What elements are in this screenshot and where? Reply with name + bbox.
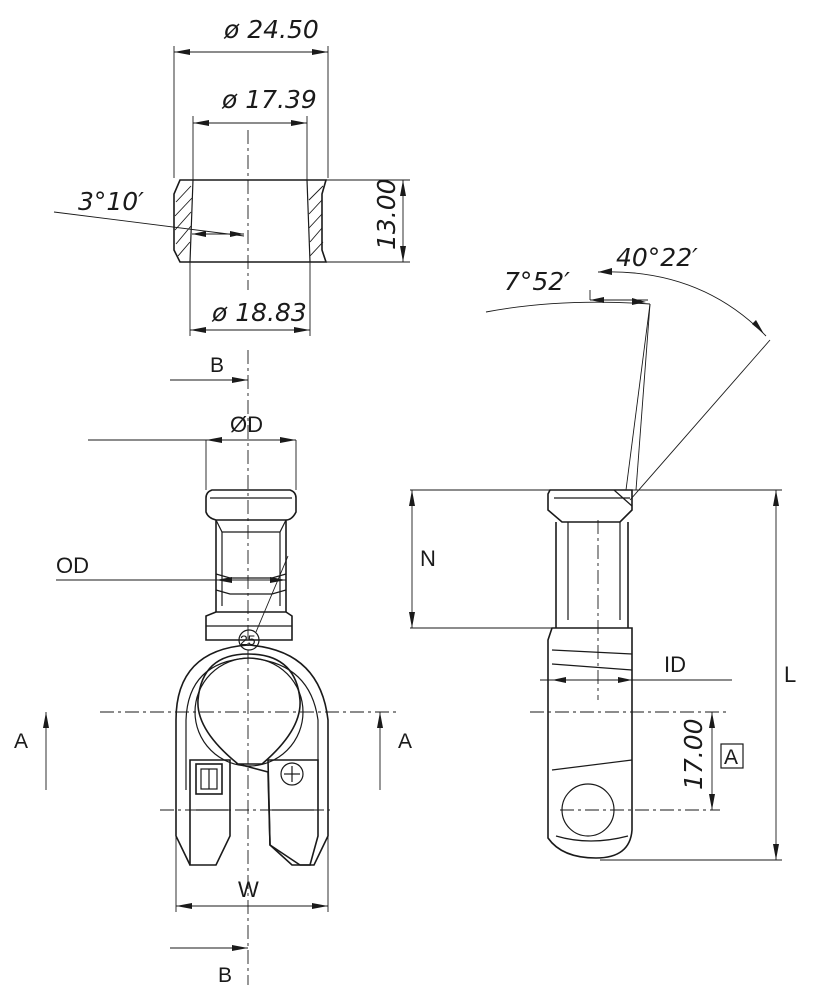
section-a-left-arrow [43,712,49,728]
od-small-label: ØD [230,412,263,437]
n-arrow-bottom [409,612,415,628]
ring-outer-arrow-left [174,49,190,55]
ring-hatch-right [308,185,324,257]
w-arrow-left [176,903,192,909]
ring-inner-bottom-arrow-left [190,327,206,333]
section-b-top-arrow [232,377,248,383]
square-marker-icon [195,763,223,795]
hole-offset-arrow-top [709,712,715,728]
angle-large-arrow-right [752,320,764,334]
ring-inner-top-dim-label: ø 17.39 [221,85,317,114]
id-label: ID [664,652,686,677]
angle-large-arrow-left [598,268,612,275]
plus-marker-icon [280,762,304,786]
mark-25-circle [238,629,260,651]
side-view: 7°52′ 40°22′ N [409,243,796,861]
front-view: B ØD OD 25 [14,350,412,987]
ring-height-arrow-bottom [400,246,406,262]
ring-section-view: ø 24.50 ø 17.39 [53,15,410,336]
datum-a-label: A [724,746,738,769]
ring-height-label: 13.00 [372,178,401,250]
ring-bore-left [189,179,194,263]
angle-large-arc [597,271,767,337]
ring-inner-top-arrow-left [193,120,209,126]
datum-a-box [720,743,744,769]
section-a-left-label: A [14,730,28,753]
front-cap-taper [215,519,287,533]
angle-line-1 [625,303,651,491]
angle-small-arrow-right [632,298,646,305]
id-arrow-right [618,677,632,683]
n-arrow-top [409,490,415,506]
l-arrow-bottom [773,844,779,860]
ring-height-arrow-top [400,180,406,196]
mark-25-leader [255,555,289,633]
section-b-bottom-label: B [218,964,232,987]
w-label: W [238,877,259,902]
angle-line-2 [629,339,771,501]
mark-25-label: 25 [240,632,256,648]
id-arrow-left [552,677,566,683]
left-jaw [189,759,231,866]
front-top-cap [205,489,297,521]
ring-taper-leader [53,211,245,237]
od-label: OD [56,553,89,578]
ring-inner-top-arrow-right [291,120,307,126]
section-a-right-label: A [398,730,412,753]
clamp-outline-outer [175,644,329,866]
front-shank-groove-top [215,573,287,579]
hole-offset-arrow-bottom [709,794,715,810]
angle-small-label: 7°52′ [504,267,570,296]
od-small-arrow-right [280,437,296,443]
ring-bore-right [306,179,311,263]
section-a-right-arrow [377,712,383,728]
l-arrow-top [773,490,779,506]
ring-taper-arrow-left [192,231,206,237]
side-clamp-base-line [555,835,629,842]
angle-large-label: 40°22′ [616,243,698,272]
side-clamp-body [547,627,633,859]
section-b-bottom-arrow [232,945,248,951]
angle-small-arc [485,301,651,313]
clamp-inner-rim [185,657,319,790]
ring-outer-arrow-right [312,49,328,55]
side-clamp-line-1 [551,649,633,655]
w-arrow-right [312,903,328,909]
ring-outer-dim-label: ø 24.50 [223,15,319,44]
front-shoulder [205,611,293,641]
l-label: L [784,662,796,687]
od-arrow-left [216,577,232,583]
side-top-cap [547,489,633,523]
ring-hatch-left [174,185,193,257]
ring-inner-bottom-arrow-right [294,327,310,333]
od-small-arrow-left [206,437,222,443]
angle-small-arrow-left [590,297,604,303]
hole-offset-label: 17.00 [679,718,708,790]
ring-outline [173,179,328,263]
side-clamp-line-2 [551,663,633,671]
n-label: N [420,546,436,571]
side-clamp-line-3 [551,759,633,771]
ring-taper-arrow-right [230,231,244,237]
right-jaw [267,759,319,866]
section-b-top-label: B [210,354,224,377]
front-shank-groove-bottom [215,589,287,595]
ring-taper-label: 3°10′ [78,187,144,216]
ring-inner-bottom-dim-label: ø 18.83 [211,298,307,327]
